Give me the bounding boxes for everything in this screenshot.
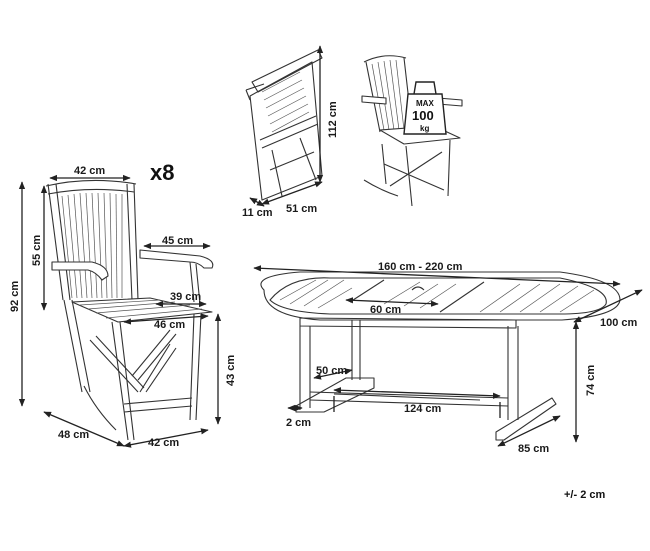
dim-seat-depth: 39 cm bbox=[170, 291, 201, 303]
multiplier-label: x8 bbox=[150, 160, 174, 185]
dim-seat-width-top: 42 cm bbox=[74, 165, 105, 177]
dim-backrest-height: 55 cm bbox=[31, 235, 43, 266]
dim-folded-depth: 51 cm bbox=[286, 203, 317, 215]
dim-arm-depth: 45 cm bbox=[162, 235, 193, 247]
dim-table-base-depth: 85 cm bbox=[518, 443, 549, 455]
dim-height-total: 92 cm bbox=[9, 281, 21, 312]
chair-folded-dimensions: 112 cm 51 cm 11 cm bbox=[242, 45, 339, 219]
table-dimensions: 160 cm - 220 cm 60 cm 100 cm 74 cm 50 cm… bbox=[253, 261, 643, 455]
chair-folded-drawing bbox=[245, 49, 323, 201]
tolerance-note: +/- 2 cm bbox=[564, 489, 605, 501]
chair-front-drawing bbox=[45, 179, 214, 441]
dim-seat-height: 43 cm bbox=[225, 355, 237, 386]
dim-folded-height: 112 cm bbox=[327, 101, 339, 138]
dim-base-depth: 48 cm bbox=[58, 429, 89, 441]
dim-folded-thickness: 11 cm bbox=[242, 207, 273, 219]
dim-table-inner-clearance: 50 cm bbox=[316, 365, 347, 377]
dim-table-extension: 60 cm bbox=[370, 304, 401, 316]
max-load-line3: kg bbox=[420, 124, 429, 133]
dim-table-leg-span: 124 cm bbox=[404, 403, 442, 415]
max-load-line2: 100 bbox=[412, 108, 434, 123]
dim-table-width: 100 cm bbox=[600, 317, 638, 329]
max-load-badge: MAX 100 kg bbox=[403, 81, 447, 135]
dim-table-foot-offset: 2 cm bbox=[286, 417, 311, 429]
dim-arm-height-gap: 46 cm bbox=[154, 319, 185, 331]
chair-front-dimensions: 42 cm x8 92 cm 55 cm 45 cm 39 cm 46 cm 4… bbox=[9, 160, 237, 449]
dim-table-length: 160 cm - 220 cm bbox=[378, 261, 463, 273]
dim-table-height: 74 cm bbox=[585, 365, 597, 396]
dim-base-width: 42 cm bbox=[148, 437, 179, 449]
max-load-line1: MAX bbox=[416, 99, 434, 108]
